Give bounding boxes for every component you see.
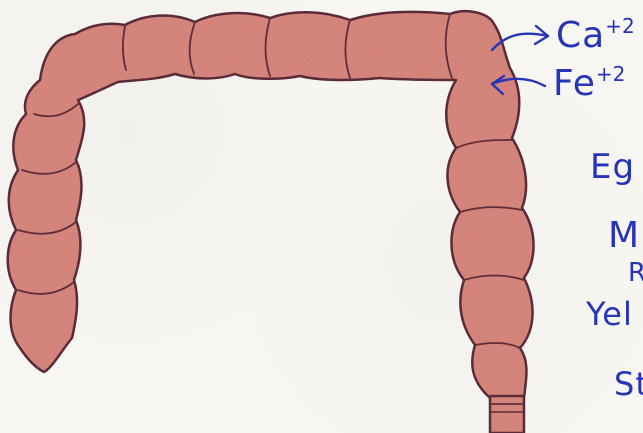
iron-ion-label: Fe+2	[553, 64, 625, 102]
calcium-charge: +2	[605, 14, 634, 38]
st-label: St	[614, 368, 643, 400]
bottom-fragment-label: —	[580, 422, 607, 433]
calcium-symbol: Ca	[556, 15, 605, 56]
iron-charge: +2	[596, 62, 625, 86]
r-fragment-label: R	[628, 260, 643, 286]
iron-symbol: Fe	[553, 63, 596, 104]
eg-label: Eg	[590, 150, 635, 184]
calcium-ion-label: Ca+2	[556, 16, 635, 54]
yel-label: Yel	[586, 298, 633, 330]
colon-body	[8, 11, 534, 398]
rectum-tube	[490, 396, 524, 433]
m-label: M	[608, 218, 640, 254]
